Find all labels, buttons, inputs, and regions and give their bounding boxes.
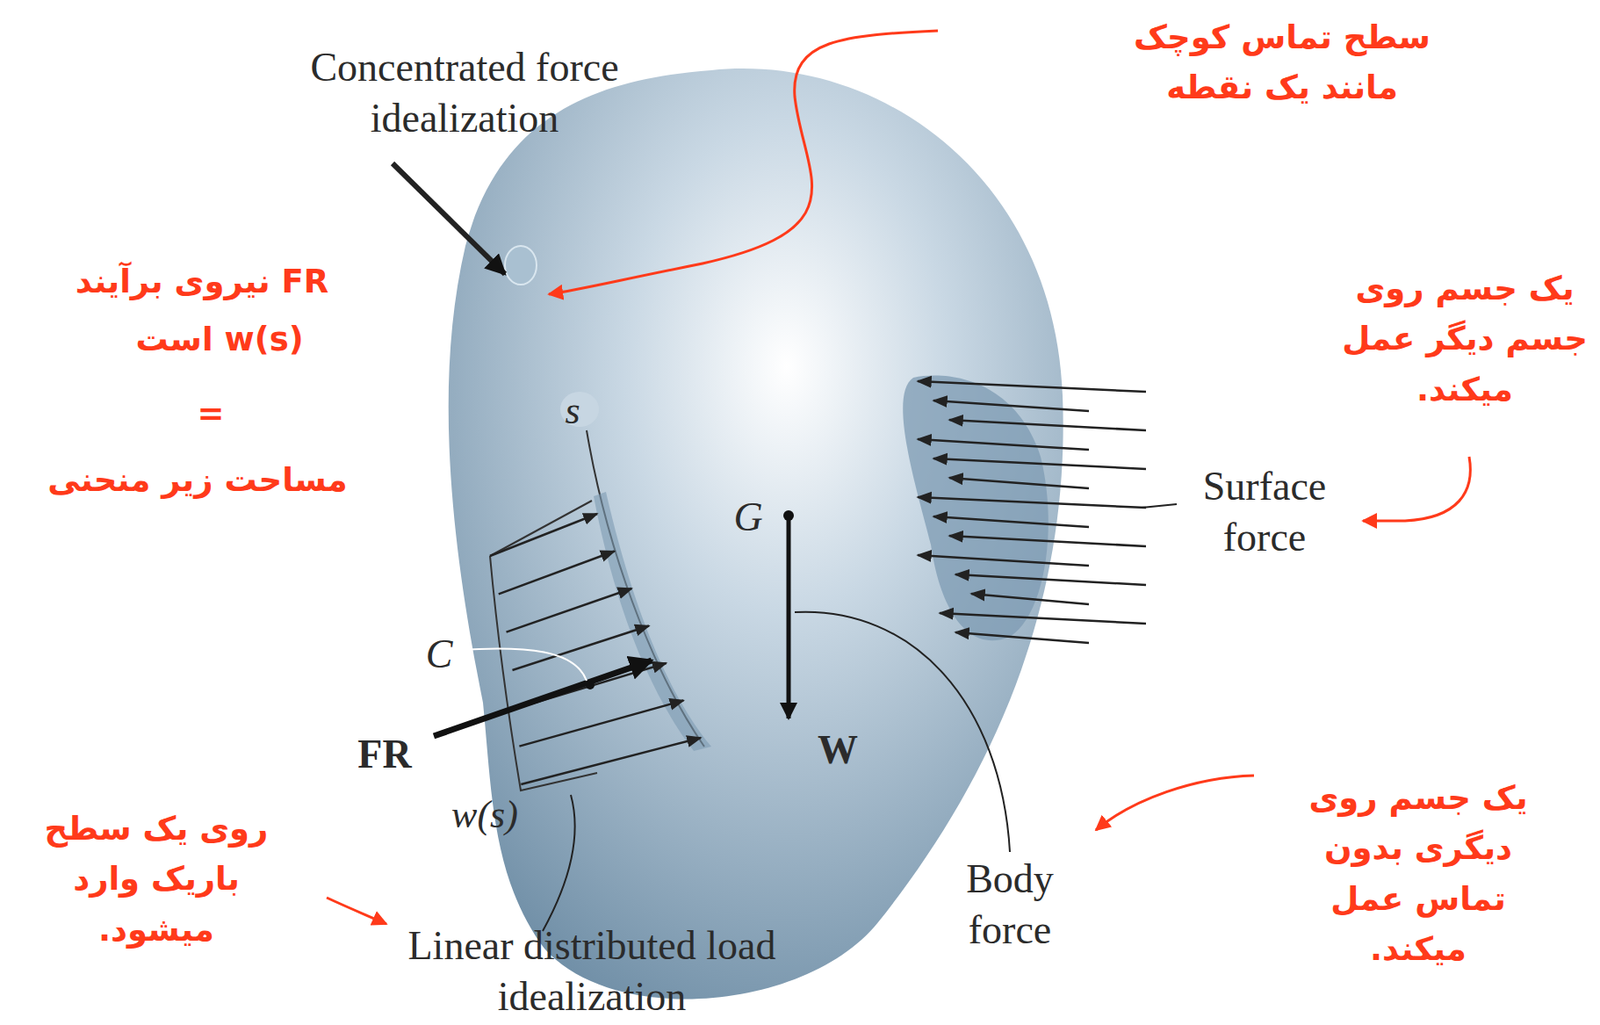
force-arrow: [917, 381, 1146, 392]
force-arrow: [939, 612, 1146, 624]
surface-region: [902, 375, 1049, 642]
part-label: W: [817, 724, 858, 776]
part-label: w(s): [451, 790, 519, 839]
red-leader: [1362, 456, 1471, 521]
force-arrow: [511, 626, 649, 671]
annotation-note: مساحت زیر منحنی: [47, 454, 347, 505]
force-arrow: [490, 513, 598, 556]
part-label: Body force: [930, 853, 1089, 955]
load-curve: [586, 430, 705, 747]
part-label: Linear distributed load idealization: [363, 920, 821, 1022]
annotation-note: =: [196, 388, 224, 439]
part-label: G: [733, 491, 763, 543]
part-label: C: [425, 628, 454, 680]
force-arrow: [949, 477, 1089, 489]
annotation-note: w(s) است: [135, 314, 303, 365]
force-arrow: [955, 574, 1146, 585]
force-arrow: [917, 497, 1146, 508]
force-arrow: [933, 400, 1089, 411]
force-arrow: [917, 439, 1089, 450]
contact-point: [504, 245, 537, 285]
force-arrow: [971, 593, 1089, 605]
weight-arrow: [786, 515, 792, 719]
force-arrow: [506, 588, 633, 633]
force-arrow: [520, 737, 701, 785]
part-label: Surface force: [1176, 461, 1353, 563]
annotation-note: سطح تماس کوچک مانند یک نقطه: [1115, 12, 1449, 114]
red-leader: [1095, 775, 1255, 830]
force-arrow: [949, 419, 1146, 431]
body-force-leader: [794, 612, 1010, 852]
force-arrow: [933, 458, 1146, 469]
surface-arrows: [917, 381, 1146, 643]
part-label: Concentrated force idealization: [262, 42, 667, 144]
point-c: [585, 680, 595, 690]
annotation-note: یک جسم روی جسم دیگر عمل میکند.: [1333, 263, 1597, 415]
part-label: s: [564, 386, 580, 435]
concentrated-arrow: [392, 163, 505, 274]
c-leader: [458, 648, 587, 681]
force-arrow: [933, 516, 1089, 527]
annotation-note: یک جسم روی دیگری بدون تماس عمل میکند.: [1286, 772, 1550, 974]
force-arrow: [917, 554, 1089, 566]
annotation-note: FR نیروی برآیند: [75, 256, 329, 307]
annotation-note: روی یک سطح باریک وارد میشود.: [42, 803, 271, 955]
force-arrow: [498, 551, 615, 595]
force-arrow: [518, 700, 684, 747]
part-label: FR: [357, 728, 411, 780]
red-leader: [326, 897, 387, 924]
load-band: [593, 491, 712, 751]
force-arrow: [955, 632, 1089, 643]
load-envelope: [490, 500, 598, 791]
wload-leader: [542, 794, 576, 931]
resultant-arrow: [433, 660, 652, 736]
force-arrow: [949, 535, 1146, 547]
surface-force-leader: [1141, 504, 1177, 508]
